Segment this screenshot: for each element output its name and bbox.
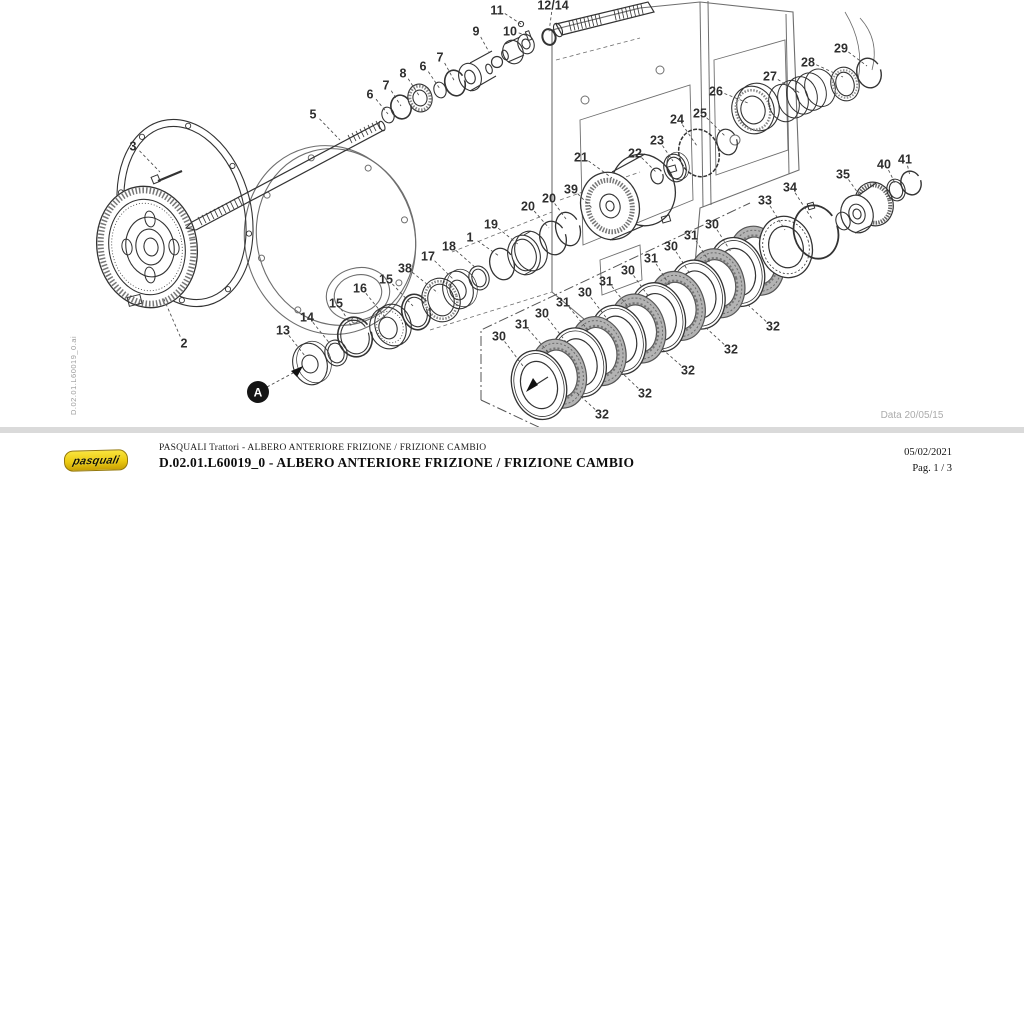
part-callout: 30: [578, 286, 592, 300]
part-callout: 32: [766, 320, 780, 334]
part-callout: 7: [437, 51, 444, 65]
part-callout: 6: [420, 60, 427, 74]
catalog-breadcrumb: PASQUALI Trattori - ALBERO ANTERIORE FRI…: [159, 443, 487, 453]
pasquali-logo: pasquali: [63, 449, 129, 472]
part-callout: 16: [353, 282, 367, 296]
part-callout: 3: [130, 140, 137, 154]
page-title: D.02.01.L60019_0 - ALBERO ANTERIORE FRIZ…: [159, 455, 635, 470]
part-callout: 31: [515, 318, 529, 332]
part-callout: 23: [650, 134, 664, 148]
part-callout: 32: [595, 408, 609, 422]
part-callout: 5: [310, 108, 317, 122]
part-callout: 8: [400, 67, 407, 81]
footer-divider: [0, 427, 1024, 433]
ujoint-chain: [381, 20, 557, 124]
part-callout: 10: [503, 25, 517, 39]
part-callout: 30: [664, 240, 678, 254]
part-callout: 35: [836, 168, 850, 182]
part-callout: 15: [329, 297, 343, 311]
part-callout: 25: [693, 107, 707, 121]
part-callout: 29: [834, 42, 848, 56]
part-callout: 26: [709, 85, 723, 99]
part-callout: 15: [379, 273, 393, 287]
part-callout: 41: [898, 153, 912, 167]
part-callout: 39: [564, 183, 578, 197]
part-callout: 32: [681, 364, 695, 378]
part-callout: 28: [801, 56, 815, 70]
clutch-disc: [95, 185, 199, 309]
part-callout: 30: [535, 307, 549, 321]
part-callout: 30: [621, 264, 635, 278]
part-callout: 31: [599, 275, 613, 289]
part-callout: 21: [574, 151, 588, 165]
part-callout: 38: [398, 262, 412, 276]
drawing-date-note: Data 20/05/15: [881, 410, 944, 421]
file-reference-label: D.02.01.L60019_0.ai: [69, 336, 78, 415]
part-callout: 12/14: [537, 0, 568, 13]
part-callout: 31: [556, 296, 570, 310]
part-callout: 30: [492, 330, 506, 344]
part-callout: 7: [383, 79, 390, 93]
part-callout: 31: [644, 252, 658, 266]
print-date: 05/02/2021: [904, 447, 952, 458]
part-callout: 31: [684, 229, 698, 243]
part-callout: 40: [877, 158, 891, 172]
part-callout: 20: [521, 200, 535, 214]
part-callout: 14: [300, 311, 314, 325]
part-callout: 19: [484, 218, 498, 232]
page-number: Pag. 1 / 3: [912, 463, 952, 474]
part-callout: 18: [442, 240, 456, 254]
part-callout: 11: [490, 4, 503, 18]
part-callout: 6: [367, 88, 374, 102]
part-callout: 30: [705, 218, 719, 232]
marker-a: A: [254, 386, 263, 400]
part-callout: 32: [724, 343, 738, 357]
clutch-pack: [480, 170, 922, 430]
gearbox-housing: [429, 0, 875, 331]
part-callout: 34: [783, 181, 797, 195]
clutch-shaft: [184, 120, 386, 231]
part-callout: 32: [638, 387, 652, 401]
pasquali-logo-text: pasquali: [71, 453, 121, 468]
ring-chain: [292, 57, 882, 386]
part-callout: 2: [181, 337, 188, 351]
exploded-diagram: A Data 20/05/15 D.02.01.L60019_0.ai 11 12/14…: [0, 0, 1024, 430]
part-callout: 1: [467, 231, 474, 245]
part-callout: 22: [628, 147, 642, 161]
part-callout: 27: [763, 70, 777, 84]
part-callout: 33: [758, 194, 772, 208]
part-callout: 20: [542, 192, 556, 206]
part-callout: 24: [670, 113, 684, 127]
part-callout: 17: [421, 250, 435, 264]
part-callout: 13: [276, 324, 290, 338]
part-callout: 9: [473, 25, 480, 39]
